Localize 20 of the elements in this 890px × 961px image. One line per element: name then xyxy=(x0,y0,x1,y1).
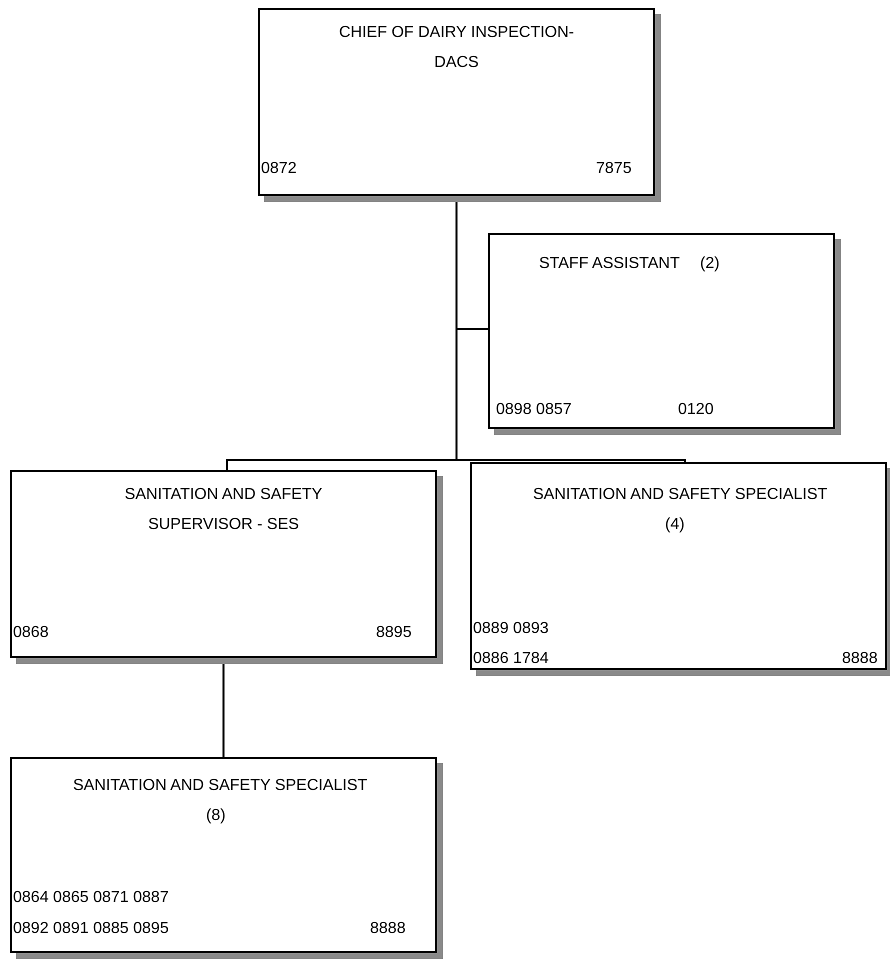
position-title: SANITATION AND SAFETY SPECIALIST xyxy=(73,776,368,796)
position-code: (8) xyxy=(206,806,226,826)
position-code: 0898 0857 xyxy=(496,400,572,420)
position-code: 0886 1784 xyxy=(473,649,549,669)
position-code: 8888 xyxy=(842,649,878,669)
position-title: CHIEF OF DAIRY INSPECTION-DACS xyxy=(338,23,575,73)
position-code: (2) xyxy=(700,254,720,274)
position-code: 0892 0891 0885 0895 xyxy=(13,919,169,939)
position-code: 8888 xyxy=(370,919,406,939)
position-code: STAFF ASSISTANT xyxy=(539,254,680,274)
position-title: SANITATION AND SAFETY SUPERVISOR - SES xyxy=(124,485,324,535)
position-code: 0864 0865 0871 0887 xyxy=(13,888,169,908)
position-code: 7875 xyxy=(596,159,632,179)
position-code: (4) xyxy=(665,515,685,535)
position-title: SANITATION AND SAFETY SPECIALIST xyxy=(533,485,828,505)
position-code: 0120 xyxy=(678,400,714,420)
position-code: 0889 0893 xyxy=(473,619,549,639)
position-code: 0872 xyxy=(261,159,297,179)
position-code: 0868 xyxy=(13,623,49,643)
position-code: 8895 xyxy=(376,623,412,643)
